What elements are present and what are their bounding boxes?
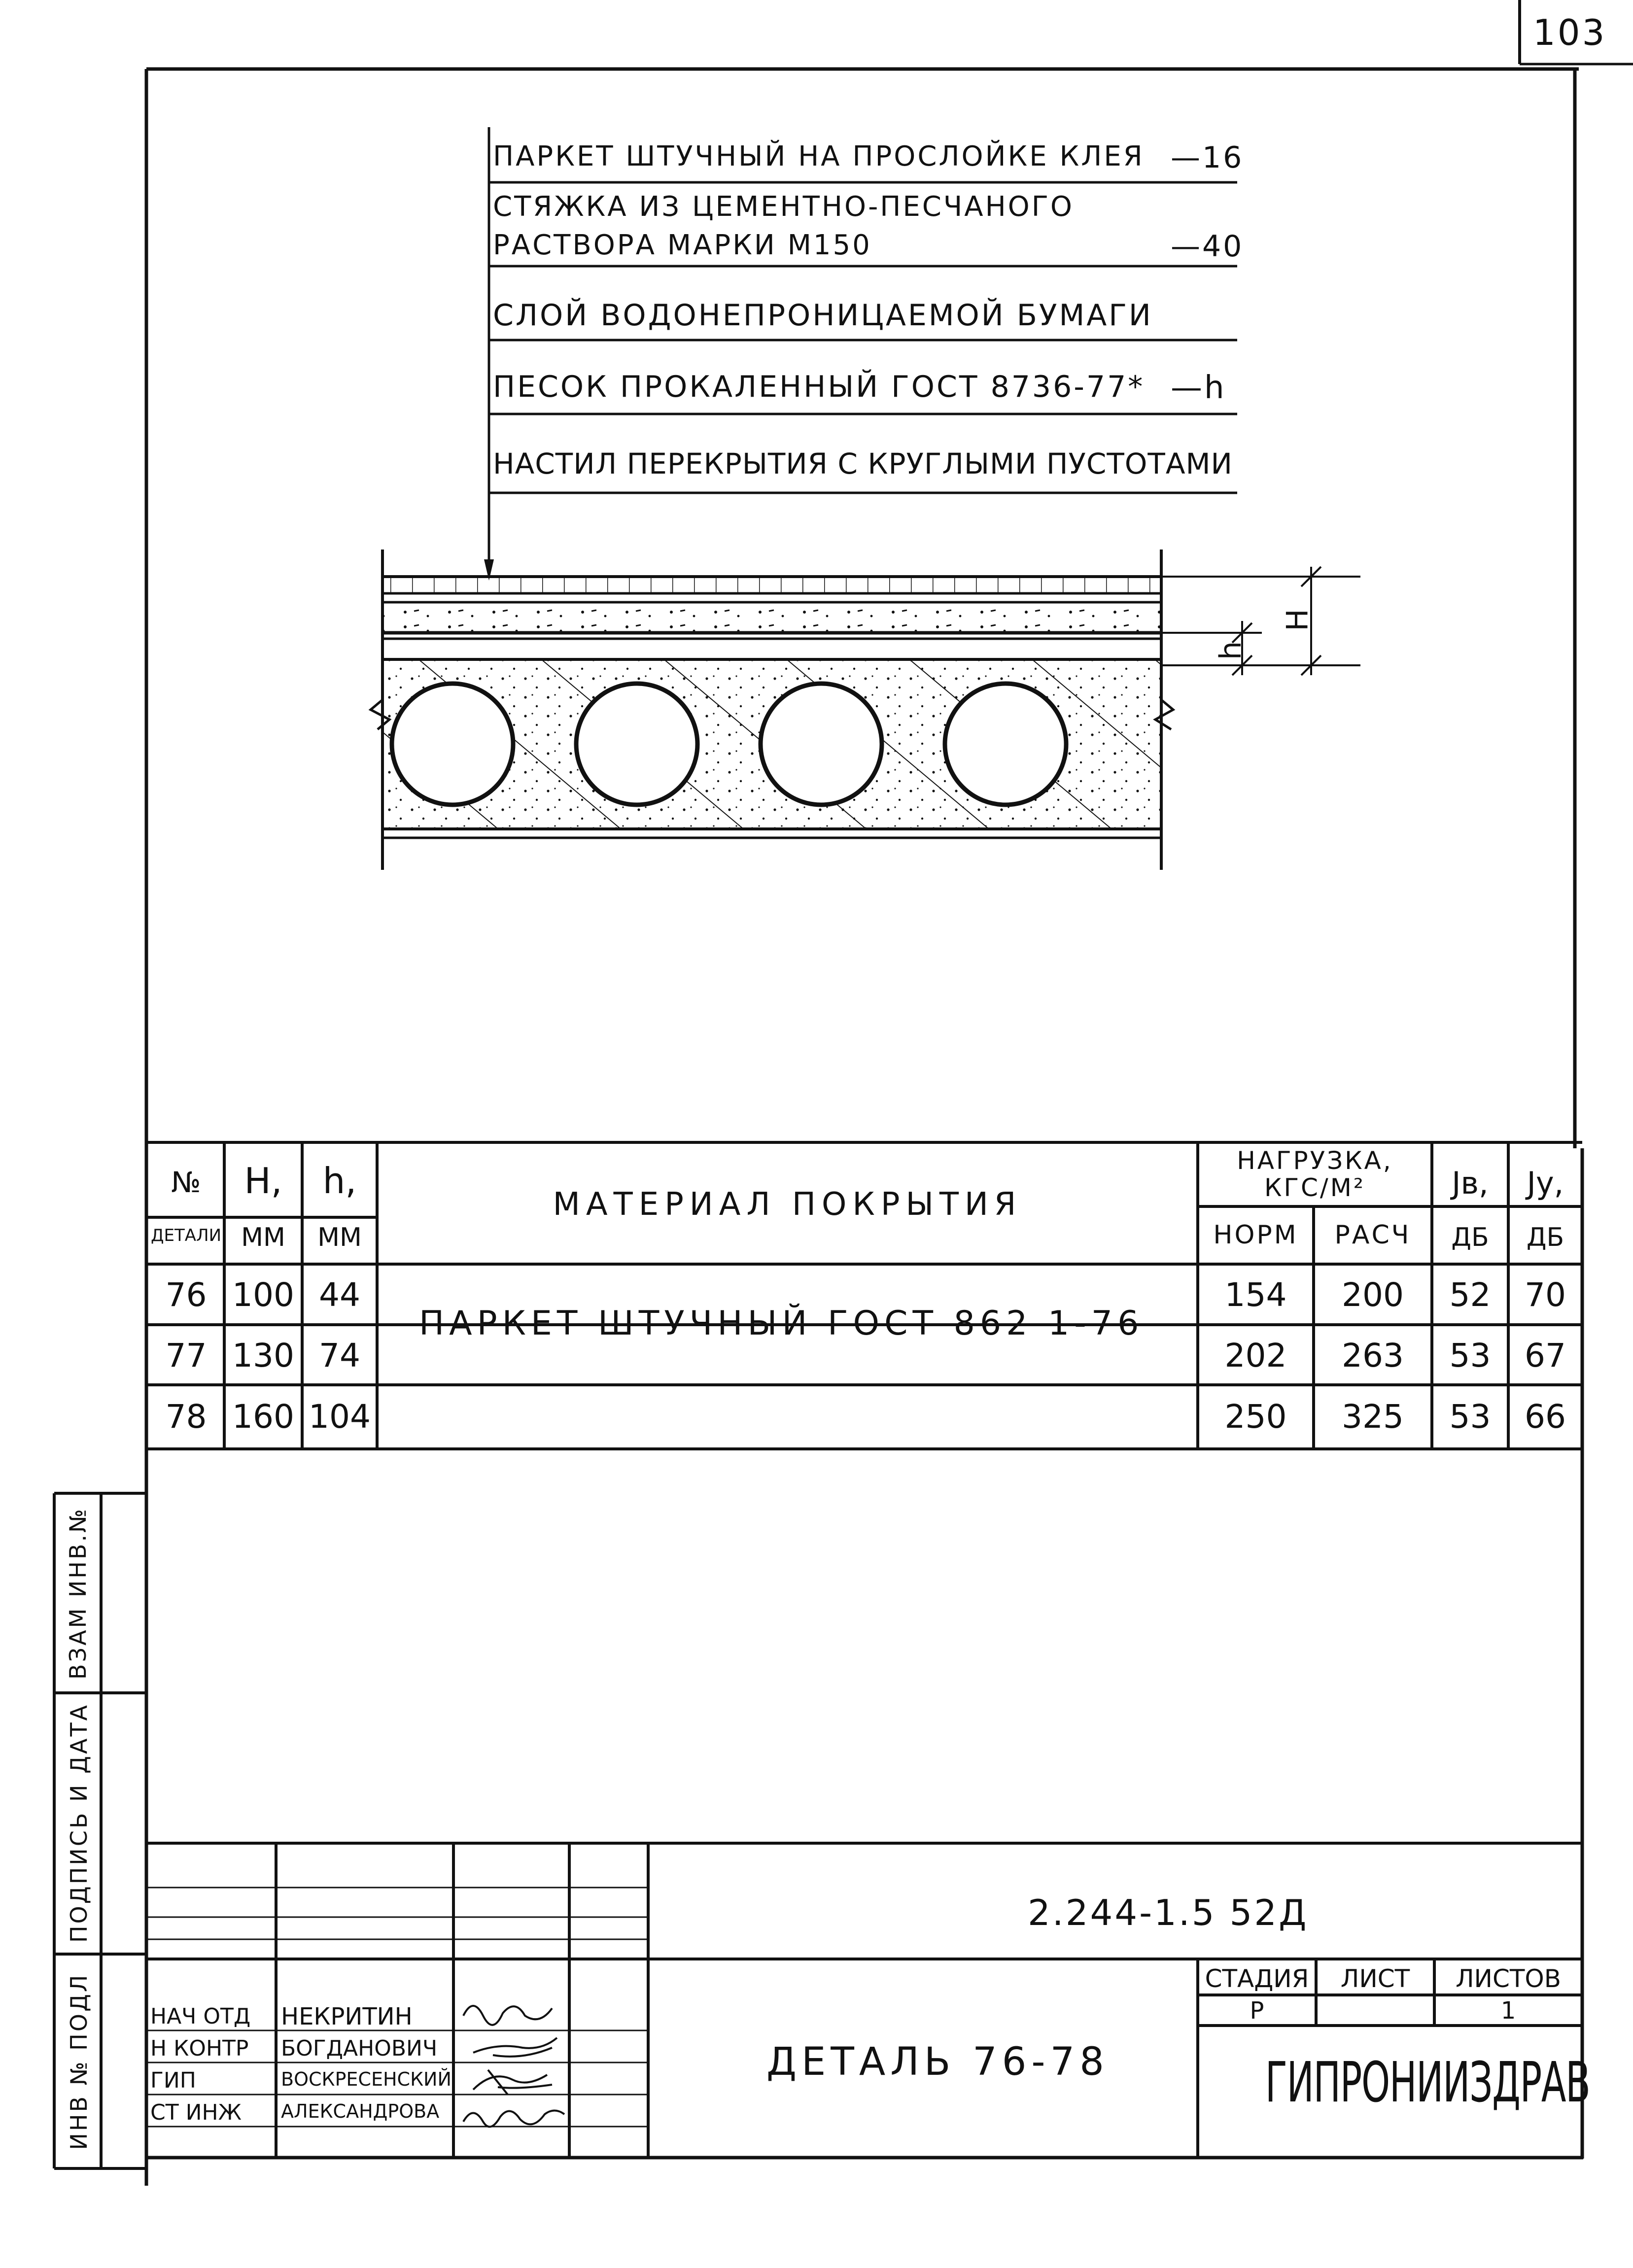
organization-name: ГИПРОНИИЗДРАВ: [1265, 2051, 1591, 2115]
sheet-number: 103: [1533, 12, 1607, 53]
cell-jy: 66: [1525, 1398, 1566, 1436]
layer-5-name: НАСТИЛ ПЕРЕКРЫТИЯ С КРУГЛЫМИ ПУСТОТАМИ: [493, 447, 1233, 481]
side-stamp-inv-podl: ИНВ № ПОДЛ: [66, 1973, 92, 2150]
cell-jy: 67: [1525, 1337, 1566, 1375]
main-border: [144, 67, 1584, 2186]
header-no-sub: ДЕТАЛИ: [150, 1226, 222, 1245]
signature-voskresensky: [472, 2069, 553, 2096]
header-H: H,: [244, 1160, 282, 1202]
cell-H: 160: [232, 1398, 294, 1436]
header-jb: Jв,: [1452, 1165, 1489, 1201]
layer-4-name: ПЕСОК ПРОКАЛЕННЫЙ ГОСТ 8736-77*: [493, 370, 1145, 404]
sheets-label: ЛИСТОВ: [1455, 1964, 1562, 1993]
sheet-number-frame: [1518, 0, 1633, 66]
side-stamp-frame: [53, 1492, 146, 2170]
cell-no: 76: [165, 1276, 207, 1314]
cell-jy: 70: [1525, 1276, 1566, 1314]
signature-bogdanovich: [473, 2037, 558, 2058]
cell-calc: 263: [1342, 1337, 1404, 1375]
cell-h: 44: [319, 1276, 360, 1314]
header-load: НАГРУЗКА,: [1237, 1146, 1393, 1175]
header-norm: НОРМ: [1213, 1220, 1298, 1250]
cell-norm: 250: [1224, 1398, 1287, 1436]
header-jb-unit: ДБ: [1451, 1223, 1489, 1252]
dim-label-h: h: [1214, 641, 1249, 660]
cell-norm: 202: [1224, 1337, 1287, 1375]
cell-H: 100: [232, 1276, 294, 1314]
header-h: h,: [322, 1160, 357, 1202]
drawing-title: ДЕТАЛЬ 76-78: [766, 2040, 1109, 2084]
layer-2-name-line2: РАСТВОРА МАРКИ М150: [493, 229, 872, 261]
cell-jb: 52: [1449, 1276, 1491, 1314]
cell-calc: 325: [1342, 1398, 1404, 1436]
signature-aleksandrova: [462, 2109, 565, 2128]
cell-calc: 200: [1342, 1276, 1404, 1314]
person-name: НЕКРИТИН: [281, 2003, 413, 2030]
layer-4-thickness: —h: [1171, 370, 1226, 406]
header-load-unit: КГС/М²: [1264, 1173, 1365, 1202]
sheet-label: ЛИСТ: [1340, 1964, 1410, 1993]
cell-no: 77: [165, 1337, 207, 1375]
stage-label: СТАДИЯ: [1205, 1964, 1309, 1993]
person-name: БОГДАНОВИЧ: [281, 2036, 438, 2061]
material-description: ПАРКЕТ ШТУЧНЫЙ ГОСТ 862 1-76: [419, 1304, 1144, 1343]
cell-H: 130: [232, 1337, 294, 1375]
role-label: СТ ИНЖ: [150, 2100, 242, 2125]
stage-value: Р: [1250, 1997, 1264, 2025]
person-name: АЛЕКСАНДРОВА: [281, 2100, 440, 2122]
layer-2-thickness: —40: [1171, 229, 1244, 264]
table-grid: [146, 1141, 1582, 1450]
signature-nekritin: [462, 2005, 553, 2026]
dimension-lines: [1161, 566, 1360, 676]
header-calc: РАСЧ: [1334, 1220, 1411, 1250]
role-label: НАЧ ОТД: [150, 2004, 251, 2029]
cell-norm: 154: [1224, 1276, 1287, 1314]
leader-line: [484, 127, 494, 581]
signatures: [462, 2005, 565, 2128]
cell-no: 78: [165, 1398, 207, 1436]
cell-jb: 53: [1449, 1398, 1491, 1436]
header-jy: Jу,: [1527, 1165, 1564, 1201]
header-material: МАТЕРИАЛ ПОКРЫТИЯ: [553, 1186, 1022, 1223]
layer-rules: [489, 181, 1237, 494]
title-block-grid: [146, 1842, 1582, 2158]
layer-2-name-line1: СТЯЖКА ИЗ ЦЕМЕНТНО-ПЕСЧАНОГО: [493, 191, 1074, 223]
cell-jb: 53: [1449, 1337, 1491, 1375]
header-jy-unit: ДБ: [1526, 1223, 1564, 1252]
cell-h: 104: [309, 1398, 371, 1436]
cell-h: 74: [319, 1337, 360, 1375]
side-stamp-podpis-data: ПОДПИСЬ И ДАТА: [66, 1703, 92, 1943]
layer-1-thickness: —16: [1171, 140, 1244, 175]
dim-label-H: H: [1280, 609, 1315, 631]
header-H-unit: ММ: [241, 1223, 285, 1252]
header-h-unit: ММ: [317, 1223, 362, 1252]
role-label: Н КОНТР: [150, 2036, 249, 2061]
sheets-value: 1: [1500, 1997, 1516, 2025]
document-code: 2.244-1.5 52Д: [1028, 1892, 1309, 1933]
side-stamp-vzam-inv: ВЗАМ ИНВ.№: [65, 1507, 91, 1680]
role-label: ГИП: [150, 2068, 196, 2093]
header-no: №: [171, 1166, 201, 1199]
floor-section: [368, 550, 1360, 870]
person-name: ВОСКРЕСЕНСКИЙ: [281, 2068, 452, 2090]
layer-1-name: ПАРКЕТ ШТУЧНЫЙ НА ПРОСЛОЙКЕ КЛЕЯ: [493, 140, 1145, 172]
layer-3-name: СЛОЙ ВОДОНЕПРОНИЦАЕМОЙ БУМАГИ: [493, 298, 1153, 333]
